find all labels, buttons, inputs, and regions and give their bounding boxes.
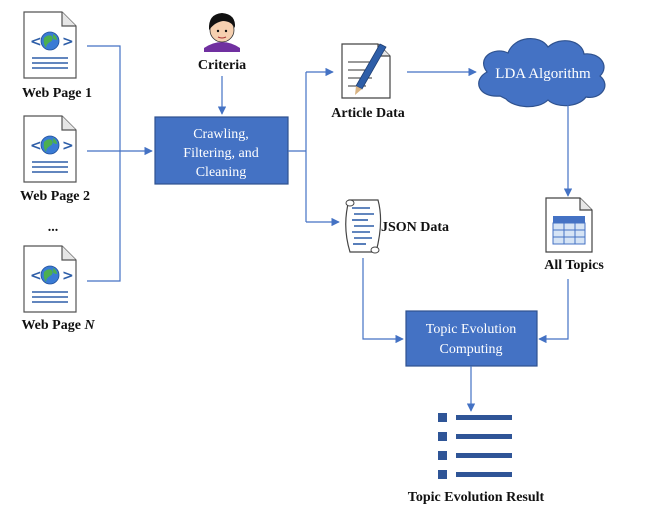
topic-evolution-computing-node: Topic Evolution Computing	[405, 310, 538, 367]
input-bracket-connector	[87, 45, 121, 282]
web-page-n-node: Web Page N	[21, 245, 95, 333]
web-page-2-label: Web Page 2	[20, 189, 90, 204]
webpage-icon	[23, 11, 77, 79]
webpage-icon	[23, 115, 77, 183]
web-page-1-node: Web Page 1	[22, 11, 92, 101]
ellipsis-label: ...	[48, 220, 59, 235]
web-page-2-node: Web Page 2	[20, 115, 90, 204]
criteria-node: Criteria	[198, 13, 246, 73]
json-to-evolution-arrow	[362, 258, 404, 344]
document-pen-icon	[341, 43, 391, 99]
topic-evolution-result-label: Topic Evolution Result	[408, 490, 545, 505]
evolution-box-line-2: Computing	[439, 342, 502, 357]
list-icon	[438, 413, 512, 479]
evolution-box	[405, 310, 538, 367]
web-page-n-label: Web Page N	[21, 318, 95, 333]
criteria-label: Criteria	[198, 58, 246, 73]
article-data-label: Article Data	[331, 106, 404, 121]
all-topics-node: All Topics	[544, 197, 604, 273]
crawl-box	[154, 116, 289, 185]
webpage-icon	[23, 245, 77, 313]
person-icon	[204, 13, 240, 52]
json-data-label: JSON Data	[381, 220, 449, 235]
crawl-box-line-2: Filtering, and	[183, 146, 258, 161]
json-data-node: JSON Data	[345, 199, 449, 254]
topics-to-evolution-arrow	[538, 279, 569, 344]
topic-evolution-result-node: Topic Evolution Result	[408, 413, 545, 505]
crawl-filter-clean-node: Crawling, Filtering, and Cleaning	[154, 116, 289, 185]
all-topics-label: All Topics	[544, 258, 604, 273]
lda-label: LDA Algorithm	[495, 66, 591, 82]
article-data-node: Article Data	[331, 43, 405, 121]
table-document-icon	[545, 197, 593, 253]
web-page-n-prefix: Web Page	[21, 318, 84, 333]
evolution-box-line-1: Topic Evolution	[426, 322, 516, 337]
lda-cloud	[478, 38, 606, 108]
crawl-box-line-3: Cleaning	[196, 165, 247, 180]
web-page-n-variable: N	[83, 318, 95, 333]
crawl-box-line-1: Crawling,	[193, 127, 249, 142]
web-page-1-label: Web Page 1	[22, 86, 92, 101]
scroll-icon	[345, 199, 382, 254]
lda-algorithm-node: LDA Algorithm	[478, 38, 606, 108]
